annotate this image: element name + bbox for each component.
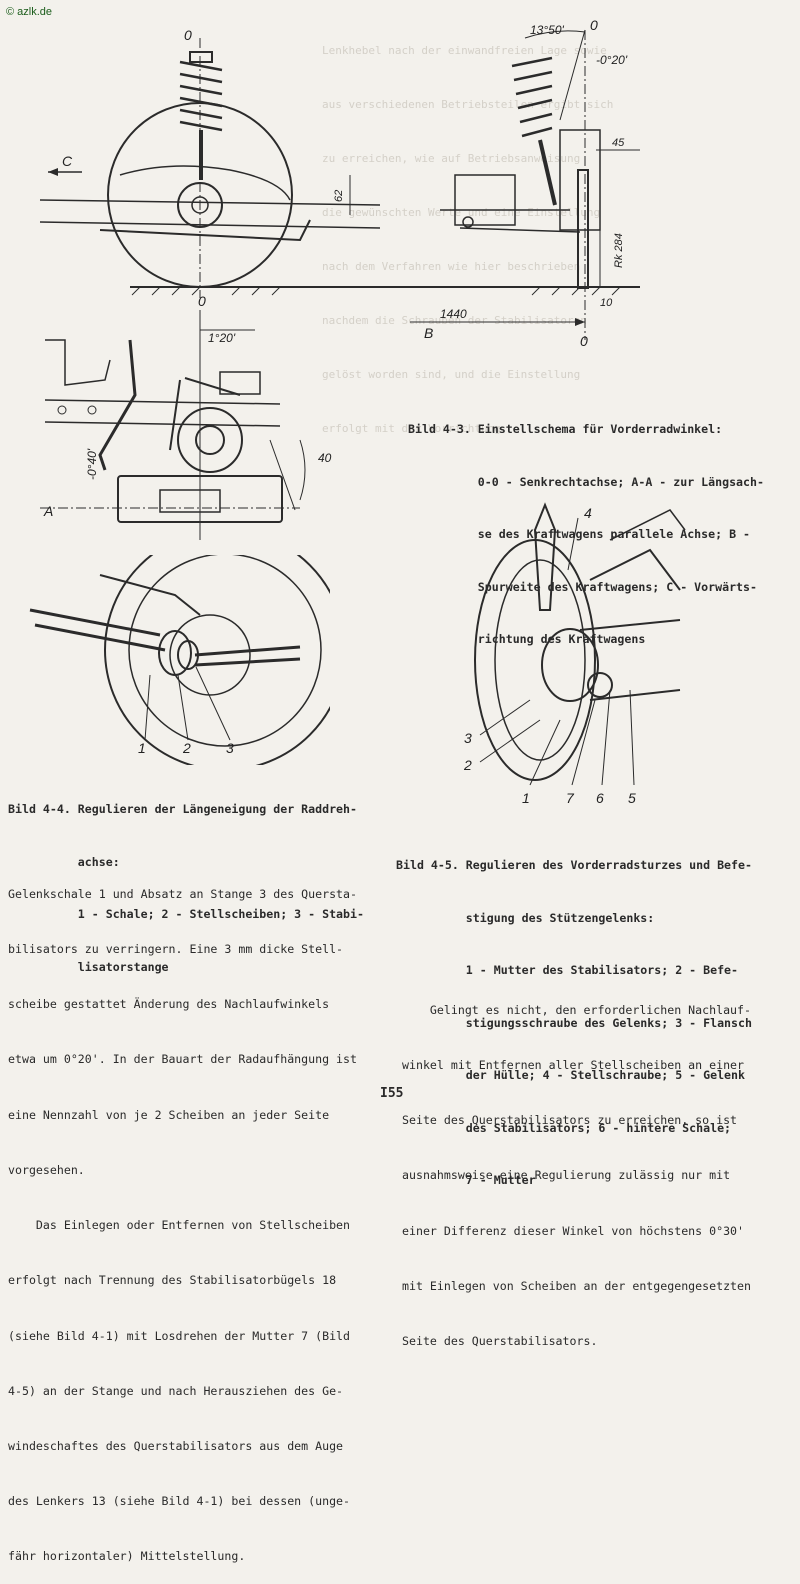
axis-label: 0 <box>580 333 588 349</box>
text-line: des Lenkers 13 (siehe Bild 4-1) bei dess… <box>8 1494 351 1509</box>
text-line: erfolgt nach Trennung des Stabilisatorbü… <box>8 1273 337 1288</box>
front-view-assembly <box>440 56 601 289</box>
bleed-through-text: Lenkhebel nach der einwandfreien Lage so… <box>322 6 613 456</box>
caption-line: 0-0 - Senkrechtachse; A-A - zur Längsach… <box>408 474 764 489</box>
text-line: Seite des Querstabilisators zu erreichen… <box>402 1113 738 1128</box>
angle-label: -0°20' <box>596 53 628 67</box>
caption-line: Bild 4-4. Regulieren der Längeneigung de… <box>8 802 358 816</box>
figure-caption-4-3: Bild 4-3. Einstellschema für Vorderradwi… <box>408 386 764 666</box>
dimension-label: 62 <box>333 190 345 202</box>
caption-line: Bild 4-3. Einstellschema für Vorderradwi… <box>408 422 723 436</box>
axis-label: A <box>43 503 53 519</box>
callout-number: 1 <box>138 740 146 756</box>
caption-line: 1 - Schale; 2 - Stellscheiben; 3 - Stabi… <box>8 907 364 921</box>
text-line: ausnahmsweise eine Regulierung zulässig … <box>402 1168 731 1183</box>
text-line: eine Nennzahl von je 2 Scheiben an jeder… <box>8 1107 330 1122</box>
axis-label: 0 <box>590 17 598 33</box>
callout-number: 1 <box>522 790 530 806</box>
coil-spring <box>179 60 223 132</box>
text-line: scheibe gestattet Änderung des Nachlaufw… <box>8 997 330 1012</box>
body-text-left: Gelenkschale 1 und Absatz an Stange 3 de… <box>8 848 357 1584</box>
text-line: einer Differenz dieser Winkel von höchst… <box>402 1223 745 1238</box>
figure-caption-4-4: Bild 4-4. Regulieren der Längeneigung de… <box>8 766 364 994</box>
angle-label: 1°20' <box>208 331 236 345</box>
angle-label: -0°40' <box>85 448 99 480</box>
text-line: vorgesehen. <box>8 1162 85 1177</box>
text-line: Das Einlegen oder Entfernen von Stellsch… <box>8 1218 351 1233</box>
text-line: fähr horizontaler) Mittelstellung. <box>8 1549 246 1564</box>
wheel-alignment-diagram: 0 0 C 62 13°50' 0 -0°20' 45 Rk 284 1440 … <box>39 17 640 540</box>
caption-line: stigungsschraube des Gelenks; 3 - Flansc… <box>396 1015 752 1030</box>
caption-line: Spurweite des Kraftwagens; C - Vorwärts- <box>408 579 758 594</box>
text-line: Seite des Querstabilisators. <box>402 1334 598 1349</box>
bleed-line: nachdem die Schrauben der Stabilisatoren <box>322 314 587 327</box>
text-line: Gelingt es nicht, den erforderlichen Nac… <box>402 1002 752 1017</box>
callout-number: 7 <box>566 790 575 806</box>
caption-line: 1 - Mutter des Stabilisators; 2 - Befe- <box>396 963 739 977</box>
dimension-label: 40 <box>318 451 332 465</box>
bleed-line: aus verschiedenen Betriebsteilen ergibt … <box>322 98 614 111</box>
camber-adjustment-illustration: 4 3 2 1 7 6 5 <box>463 502 686 806</box>
callout-number: 3 <box>464 730 472 746</box>
bleed-line: zu erreichen, wie auf Betriebsanweisung <box>322 152 581 165</box>
angle-label: 13°50' <box>530 23 564 37</box>
page-number: I55 <box>380 1086 404 1101</box>
caption-line: der Hülle; 4 - Stellschraube; 5 - Gelenk <box>396 1068 746 1082</box>
dimension-label: 10 <box>600 297 613 309</box>
callout-number: 5 <box>628 790 636 806</box>
callout-number: 3 <box>226 740 234 756</box>
callout-number: 2 <box>182 740 191 756</box>
text-line: etwa um 0°20'. In der Bauart der Radaufh… <box>8 1052 358 1067</box>
dimension-label: 45 <box>612 137 625 149</box>
callout-number: 6 <box>596 790 604 806</box>
direction-label: C <box>62 153 73 169</box>
caster-adjustment-illustration: 1 2 3 <box>29 555 330 765</box>
text-line: winkel mit Entfernen aller Stellscheiben… <box>402 1058 745 1073</box>
bleed-line: nach dem Verfahren wie hier beschrieben <box>322 260 581 273</box>
text-line: bilisators zu verringern. Eine 3 mm dick… <box>8 942 344 957</box>
text-line: Gelenkschale 1 und Absatz an Stange 3 de… <box>8 886 358 901</box>
axis-label: 0 <box>184 27 192 43</box>
caption-line: stigung des Stützengelenks: <box>396 910 655 925</box>
callout-number: 2 <box>463 757 472 773</box>
caption-line: achse: <box>8 854 120 869</box>
dimension-label: B <box>424 325 433 341</box>
watermark: © azlk.de <box>6 6 53 18</box>
text-line: (siehe Bild 4-1) mit Losdrehen der Mutte… <box>8 1328 351 1343</box>
caption-line: Bild 4-5. Regulieren des Vorderradsturze… <box>396 858 752 872</box>
bleed-line: gelöst worden sind, und die Einstellung <box>322 368 581 381</box>
bleed-line: erfolgt mit der Vorrichtung <box>322 422 501 435</box>
callout-number: 4 <box>584 505 592 521</box>
caption-line: lisatorstange <box>8 959 169 974</box>
dimension-label: Rk 284 <box>613 233 625 268</box>
text-line: 4-5) an der Stange und nach Herausziehen… <box>8 1383 344 1398</box>
dimension-label: 1440 <box>440 307 467 321</box>
text-line: mit Einlegen von Scheiben an der entgege… <box>402 1278 752 1293</box>
text-line: windeschaftes des Querstabilisators aus … <box>8 1439 344 1453</box>
body-text-right: Gelingt es nicht, den erforderlichen Nac… <box>402 964 751 1369</box>
bleed-line: Lenkhebel nach der einwandfreien Lage so… <box>322 44 607 57</box>
caption-line: se des Kraftwagens parallele Achse; B - <box>408 527 751 541</box>
axis-label: 0 <box>198 293 206 309</box>
